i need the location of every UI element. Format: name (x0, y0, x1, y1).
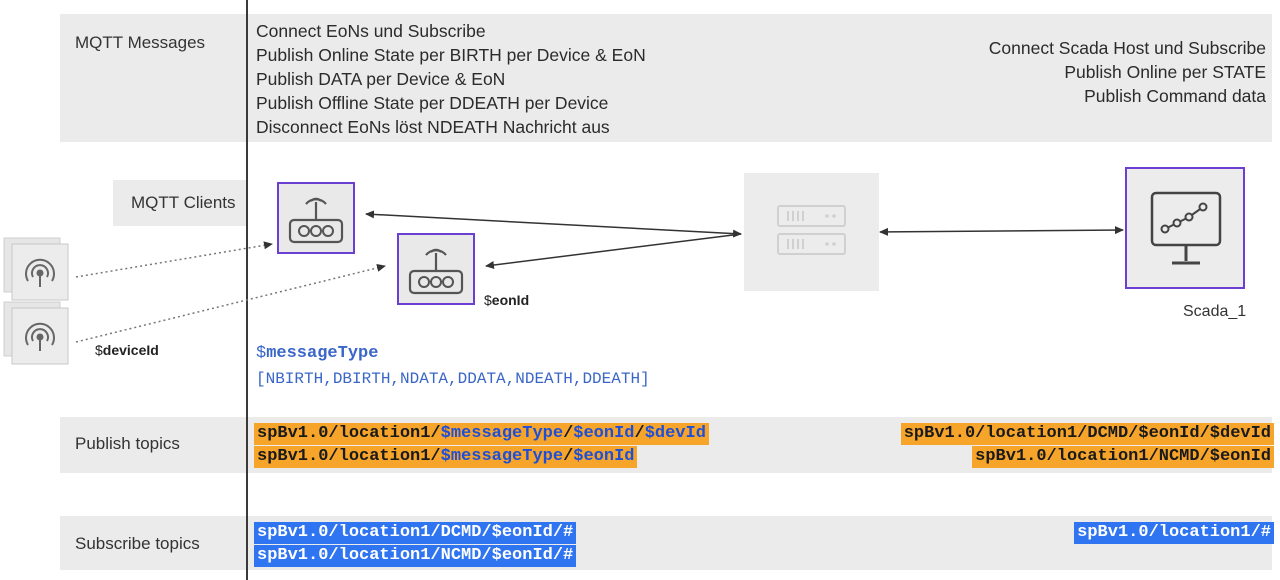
edge-gateway-icon (277, 182, 355, 254)
broker-scada-arrow (879, 226, 1124, 236)
mqtt-messages-band (60, 14, 1272, 142)
message-type-variable: $messageType (256, 344, 379, 363)
wireless-sensor-icon (3, 237, 69, 365)
server-icon (744, 173, 879, 291)
subscribe-topics-label: Subscribe topics (75, 534, 200, 553)
edge-message: Publish Online State per BIRTH per Devic… (256, 45, 646, 65)
gateway2-broker-arrow (485, 233, 742, 269)
sensor1-to-gateway1-arrow (75, 241, 273, 278)
mqtt-clients-label-box (113, 180, 246, 226)
publish-topic-edge-node: spBv1.0/location1/$messageType/$eonId (254, 446, 638, 468)
scada-message: Publish Command data (1084, 86, 1266, 106)
monitor-chart-icon (1125, 167, 1245, 289)
mqtt-clients-label: MQTT Clients (131, 193, 236, 212)
subscribe-topic-scada-all: spBv1.0/location1/# (1074, 522, 1274, 544)
subscribe-topic-edge-dcmd: spBv1.0/location1/DCMD/$eonId/# (254, 522, 577, 544)
subscribe-topic-edge-ncmd: spBv1.0/location1/NCMD/$eonId/# (254, 545, 577, 567)
publish-topics-label: Publish topics (75, 434, 180, 453)
device-id-label: $deviceId (95, 342, 159, 358)
message-type-list: [NBIRTH,DBIRTH,NDATA,DDATA,NDEATH,DDEATH… (256, 370, 650, 388)
edge-message: Publish Offline State per DDEATH per Dev… (256, 93, 609, 113)
edge-message: Connect EoNs und Subscribe (256, 21, 486, 41)
edge-message: Disconnect EoNs löst NDEATH Nachricht au… (256, 117, 610, 137)
gateway1-broker-arrow (365, 210, 742, 238)
eon-id-label: $eonId (484, 292, 530, 308)
publish-topic-scada-ncmd: spBv1.0/location1/NCMD/$eonId (972, 446, 1274, 468)
publish-topic-edge-device: spBv1.0/location1/$messageType/$eonId/$d… (254, 423, 709, 445)
publish-topic-scada-dcmd: spBv1.0/location1/DCMD/$eonId/$devId (900, 423, 1274, 445)
scada-message: Publish Online per STATE (1064, 62, 1266, 82)
divider-line (246, 0, 248, 580)
mqtt-messages-label: MQTT Messages (75, 33, 206, 52)
scada-label: Scada_1 (1183, 303, 1247, 320)
edge-gateway-icon (397, 233, 475, 305)
edge-message: Publish DATA per Device & EoN (256, 69, 506, 89)
scada-messages: Connect Scada Host und Subscribe Publish… (989, 36, 1266, 108)
edge-messages: Connect EoNs und Subscribe Publish Onlin… (256, 19, 646, 139)
scada-message: Connect Scada Host und Subscribe (988, 38, 1266, 58)
sensor2-to-gateway2-arrow (75, 264, 386, 343)
